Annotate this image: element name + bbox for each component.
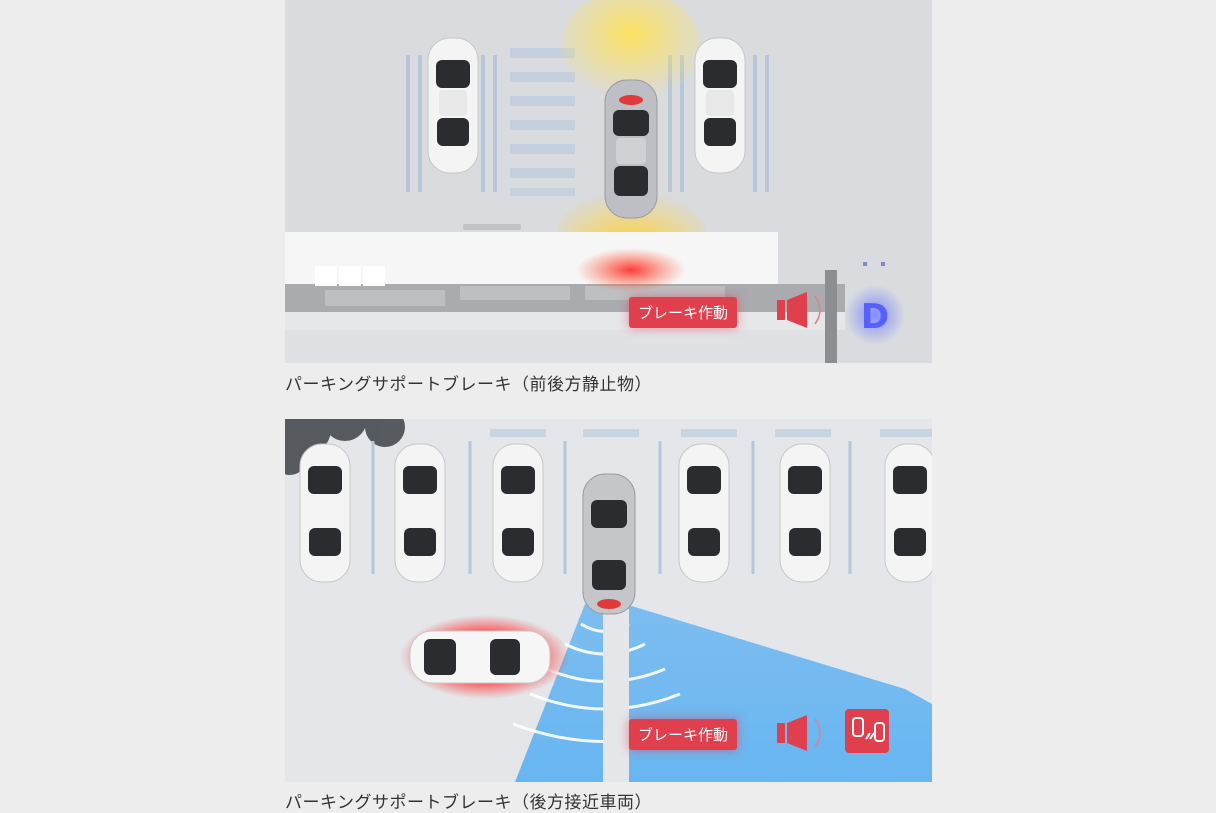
alarm-speaker-icon	[777, 715, 821, 751]
illustration-approaching-vehicle: ブレーキ作動	[285, 419, 932, 782]
caption-stationary-object: パーキングサポートブレーキ（前後方静止物）	[285, 375, 652, 395]
caption-approaching-vehicle: パーキングサポートブレーキ（後方接近車両）	[285, 793, 652, 813]
parked-car	[678, 443, 730, 583]
own-car	[604, 79, 658, 219]
brake-active-badge: ブレーキ作動	[629, 719, 738, 750]
alarm-speaker-icon	[777, 292, 821, 328]
parked-car	[394, 443, 446, 583]
parking-lot-scene-2	[285, 419, 932, 782]
parking-lot-scene-1: D	[285, 0, 932, 363]
own-car	[582, 473, 636, 615]
parked-car	[779, 443, 831, 583]
parked-car	[492, 443, 544, 583]
approaching-car	[409, 630, 551, 684]
illustration-stationary-object: D ブレーキ作動	[285, 0, 932, 363]
gear-indicator: D	[861, 297, 889, 337]
parked-car	[299, 443, 351, 583]
rear-cross-traffic-icon	[845, 709, 889, 753]
brake-active-badge: ブレーキ作動	[629, 297, 738, 328]
parked-car	[694, 37, 746, 174]
parked-car	[427, 37, 479, 174]
parked-car	[884, 443, 932, 583]
